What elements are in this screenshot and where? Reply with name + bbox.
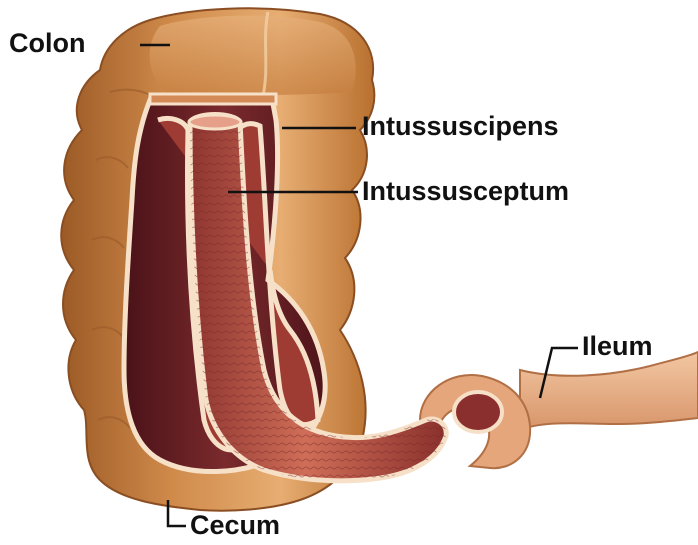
label-colon: Colon <box>9 30 85 57</box>
colon-highlight <box>150 16 356 100</box>
intussusceptum-opening <box>189 115 241 129</box>
ileum-lumen <box>454 392 502 432</box>
label-ileum: Ileum <box>582 333 653 360</box>
label-cecum: Cecum <box>190 512 280 539</box>
ileum-tube <box>520 352 698 430</box>
label-intussuscipiens: Intussuscipens <box>362 113 559 140</box>
label-intussusceptum: Intussusceptum <box>362 178 569 205</box>
intussuscipiens-cut-edge <box>150 94 276 104</box>
